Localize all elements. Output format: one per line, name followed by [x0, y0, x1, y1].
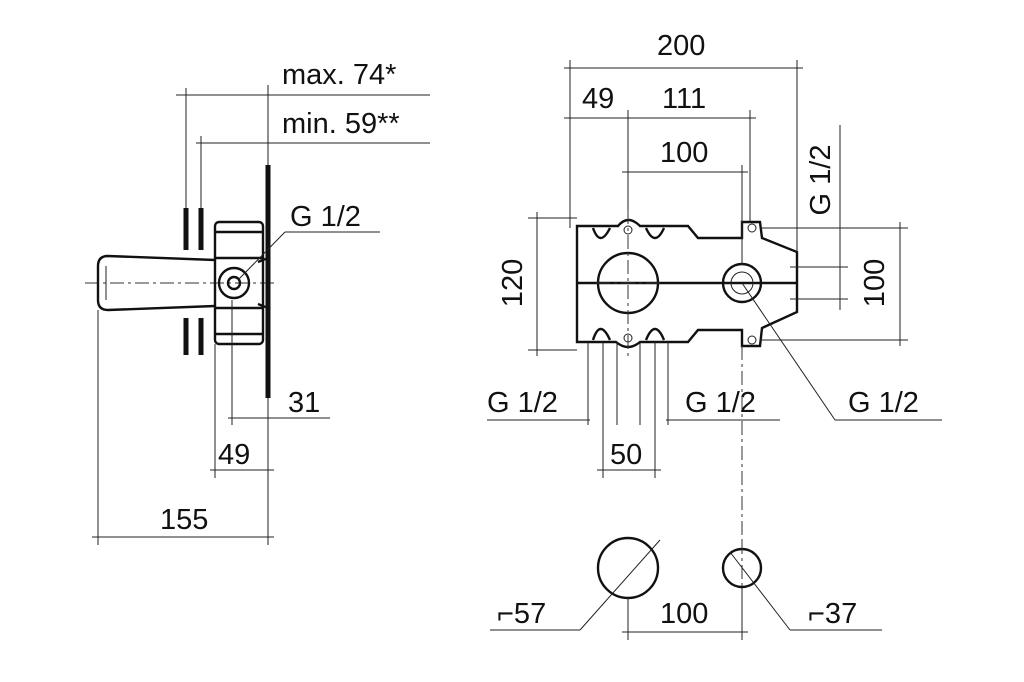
side-view: max. 74* min. 59** G 1/2 31 49 155: [85, 59, 430, 545]
thread-outlet: G 1/2: [848, 387, 919, 419]
dim-100-right: 100: [859, 259, 891, 307]
thread-label: G 1/2: [290, 201, 361, 233]
dim-111: 111: [662, 83, 706, 115]
dim-49-front: 49: [582, 83, 614, 115]
thread-right-vertical: G 1/2: [805, 145, 837, 216]
dim-49: 49: [218, 439, 250, 471]
dim-50: 50: [610, 439, 642, 471]
front-view: 200 49 111 100 120 G 1/2 100 G 1/2 G 1/2: [487, 30, 942, 540]
dim-31: 31: [288, 387, 320, 419]
thread-bottom-middle: G 1/2: [685, 387, 756, 419]
thread-bottom-left: G 1/2: [487, 387, 558, 419]
min-depth-label: min. 59**: [282, 108, 400, 140]
dim-100-top: 100: [660, 137, 708, 169]
diameter-37: ⌐37: [808, 598, 857, 630]
dim-120: 120: [497, 259, 529, 307]
dim-155: 155: [160, 504, 208, 536]
diameter-57: ⌐57: [497, 598, 546, 630]
dim-200: 200: [657, 30, 705, 62]
max-depth-label: max. 74*: [282, 59, 396, 91]
spacing-100: 100: [660, 598, 708, 630]
cutout-view: ⌐57 100 ⌐37: [490, 536, 882, 640]
